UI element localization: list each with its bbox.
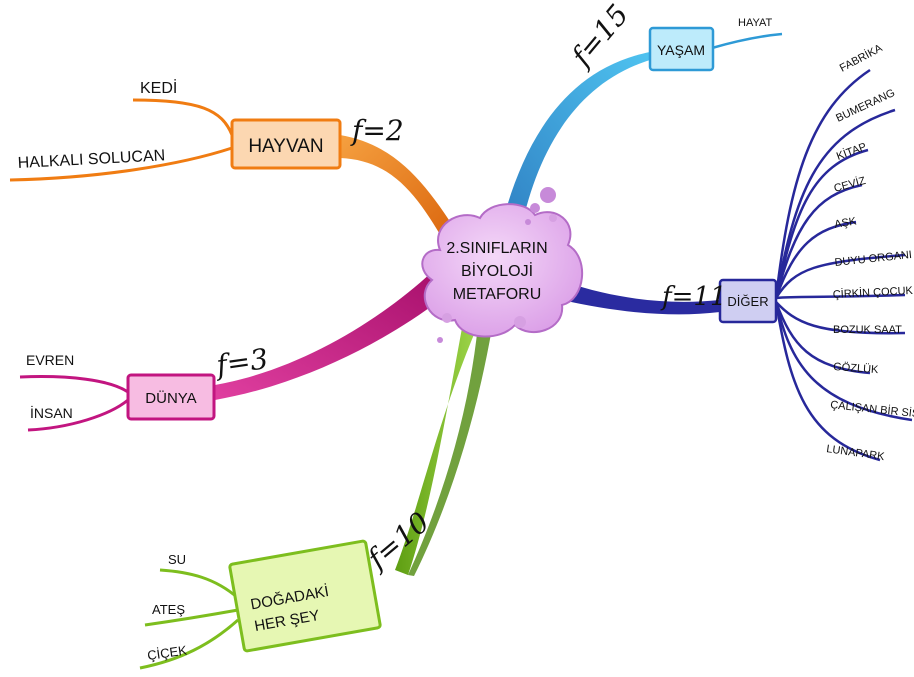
bubble <box>437 337 443 343</box>
leaf-kitap: KİTAP <box>835 140 869 163</box>
branch-dogadaki-shade <box>408 325 492 576</box>
leaf-hayat: HAYAT <box>738 17 773 29</box>
node-dogadaki-box <box>228 539 382 653</box>
diger-leaf-lines <box>774 68 913 462</box>
node-yasam-label: YAŞAM <box>657 42 705 58</box>
leaf-lunapark: LUNAPARK <box>826 443 886 463</box>
leaf-line-lunapark <box>774 301 881 462</box>
bubble <box>549 214 557 222</box>
leaf-bozuk-saat: BOZUK SAAT <box>833 324 902 336</box>
node-dunya-label: DÜNYA <box>145 389 196 407</box>
leaf-line-su <box>159 568 239 600</box>
node-yasam-box <box>648 26 715 72</box>
node-dunya-box <box>126 373 216 421</box>
branch-hayvan <box>340 135 462 248</box>
leaf-kedi: KEDİ <box>140 78 177 97</box>
center-title-line2: BİYOLOJİ <box>461 261 533 280</box>
leaf-insan: İNSAN <box>30 404 73 421</box>
node-yasam: YAŞAM <box>648 26 715 72</box>
leaf-ates: ATEŞ <box>152 602 185 617</box>
leaf-ask: AŞK <box>833 215 857 231</box>
leaf-su: SU <box>168 552 186 567</box>
freq-diger: f=11 <box>660 282 727 312</box>
leaf-line-ask <box>774 220 857 299</box>
leaf-line-halkali-solucan <box>9 146 233 182</box>
leaf-evren: EVREN <box>26 352 74 368</box>
node-diger-label: DİĞER <box>727 294 768 309</box>
branch-dogadaki <box>395 325 478 575</box>
bubble <box>442 313 452 323</box>
leaf-line-cicek <box>139 618 239 670</box>
node-diger-box <box>718 278 778 324</box>
leaf-line-ates <box>144 608 239 627</box>
node-hayvan-label: HAYVAN <box>248 136 323 157</box>
node-dunya: DÜNYA <box>126 373 216 421</box>
central-cloud <box>421 203 584 338</box>
leaf-line-gozluk <box>774 301 871 375</box>
branch-diger <box>562 282 720 315</box>
leaf-line-kedi <box>132 98 234 136</box>
leaf-duyu-organi: DUYU ORGANI <box>834 249 912 269</box>
branch-dunya <box>215 272 440 400</box>
freq-dunya: f=3 <box>212 342 270 382</box>
center-title-line3: METAFORU <box>453 286 542 303</box>
leaf-line-ceviz <box>774 183 863 299</box>
leaf-cirkin-cocuk: ÇİRKİN ÇOCUK <box>832 284 913 301</box>
leaf-gozluk: GÖZLÜK <box>833 361 880 376</box>
leaf-line-insan <box>27 398 129 432</box>
leaf-fabrika: FABRİKA <box>837 41 885 75</box>
leaf-line-calisan-bir-sistem <box>774 301 913 422</box>
leaf-cicek: ÇİÇEK <box>146 643 188 663</box>
leaf-line-bumerang <box>774 108 896 299</box>
node-hayvan: HAYVAN <box>230 118 342 170</box>
leaf-line-evren <box>19 375 129 394</box>
leaf-line-kitap <box>774 148 869 299</box>
center-title-line1: 2.SINIFLARIN <box>446 240 547 257</box>
freq-hayvan: f=2 <box>350 114 404 147</box>
bubble <box>514 316 526 328</box>
node-hayvan-box <box>230 118 342 170</box>
bubble <box>525 219 531 225</box>
bubble <box>530 203 540 213</box>
leaf-line-fabrika <box>774 68 871 299</box>
node-diger: DİĞER <box>718 278 778 324</box>
central-node: 2.SINIFLARIN BİYOLOJİ METAFORU <box>421 187 584 343</box>
leaf-line-duyu-organi <box>774 253 906 299</box>
leaf-line-bozuk-saat <box>775 301 906 335</box>
leaf-line-cirkin-cocuk <box>775 293 906 300</box>
bubble <box>540 187 556 203</box>
leaf-line-hayat <box>711 32 783 50</box>
leaf-ceviz: CEVİZ <box>832 174 867 195</box>
node-dogadaki: DOĞADAKİ HER ŞEY <box>228 539 382 653</box>
